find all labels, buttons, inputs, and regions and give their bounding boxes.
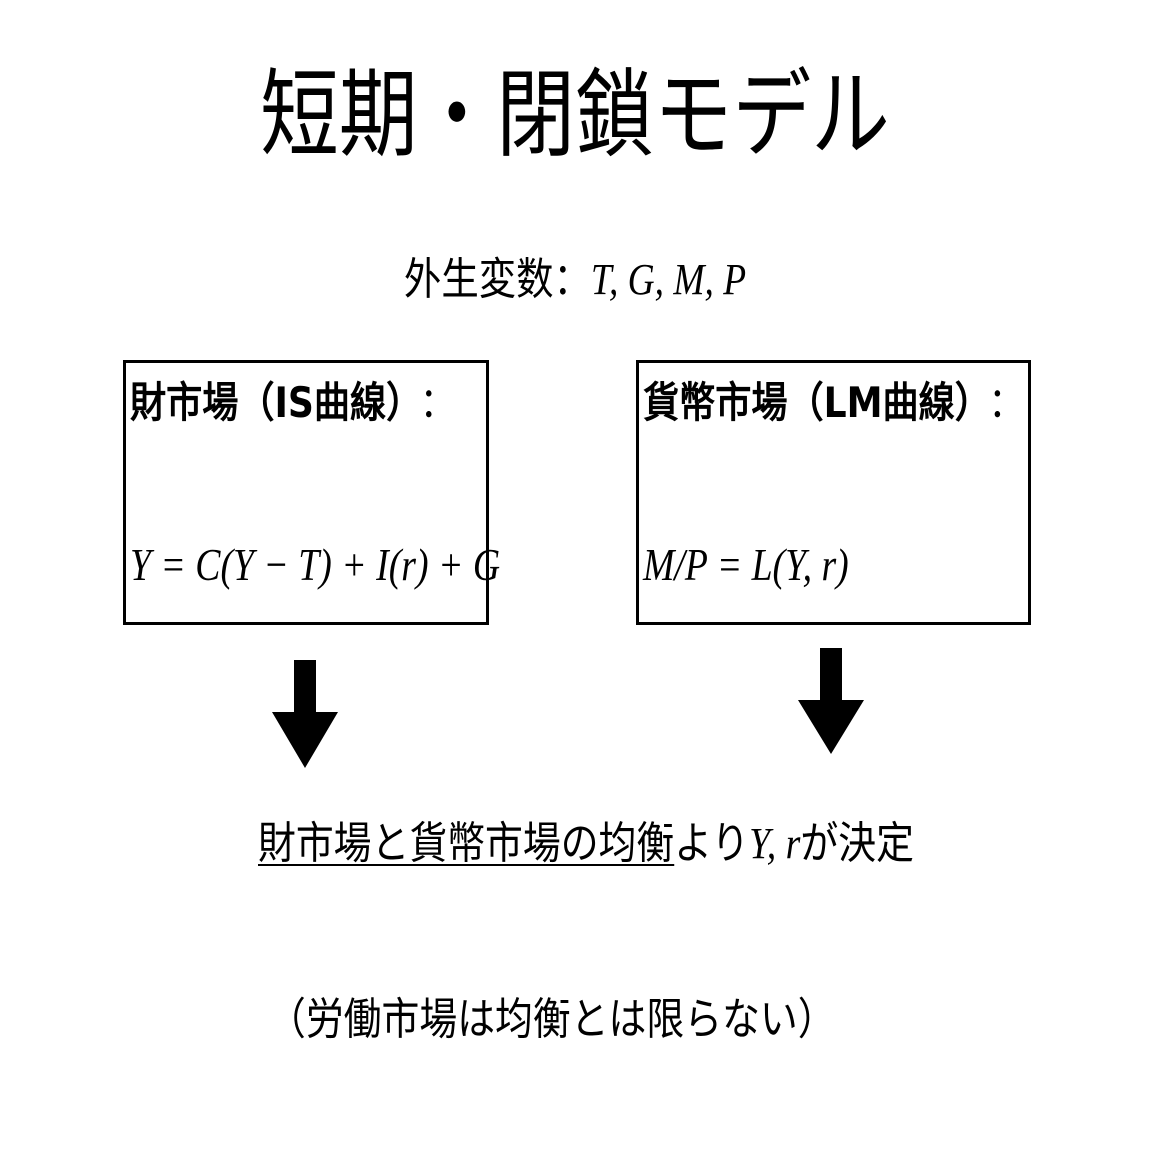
- lm-box-heading-text: 貨幣市場（LM曲線）: [643, 378, 973, 427]
- lm-curve-box: 貨幣市場（LM曲線） ： M/P = L(Y, r): [636, 360, 1031, 625]
- diagram-title: 短期・閉鎖モデル: [260, 59, 890, 171]
- exogenous-vars: T, G, M, P: [590, 255, 747, 304]
- conclusion-connector: より: [674, 818, 750, 869]
- is-box-colon: ：: [419, 378, 456, 427]
- conclusion-underlined: 財市場と貨幣市場の均衡: [258, 818, 675, 869]
- is-equation-text: Y = C(Y − T) + I(r) + G: [130, 539, 501, 590]
- conclusion-ending: が決定: [800, 818, 914, 869]
- labor-market-note: （労働市場は均衡とは限らない）: [268, 994, 836, 1045]
- is-box-heading: 財市場（IS曲線） ：: [130, 373, 456, 433]
- is-curve-box: 財市場（IS曲線） ： Y = C(Y − T) + I(r) + G: [123, 360, 500, 625]
- exogenous-label: 外生変数：: [403, 254, 591, 305]
- is-equation: Y = C(Y − T) + I(r) + G: [130, 535, 500, 595]
- is-box-heading-text: 財市場（IS曲線）: [130, 378, 405, 427]
- lm-box-heading: 貨幣市場（LM曲線） ：: [643, 373, 1024, 433]
- lm-box-colon: ：: [988, 378, 1025, 427]
- down-arrow-icon: [798, 648, 864, 754]
- down-arrow-icon: [272, 660, 338, 768]
- conclusion-vars: Y, r: [749, 819, 801, 868]
- lm-equation: M/P = L(Y, r): [643, 535, 849, 595]
- exogenous-variables-line: 外生変数：T, G, M, P: [86, 248, 1064, 312]
- equilibrium-conclusion: 財市場と貨幣市場の均衡よりY, rが決定: [258, 812, 914, 876]
- lm-equation-text: M/P = L(Y, r): [643, 539, 849, 590]
